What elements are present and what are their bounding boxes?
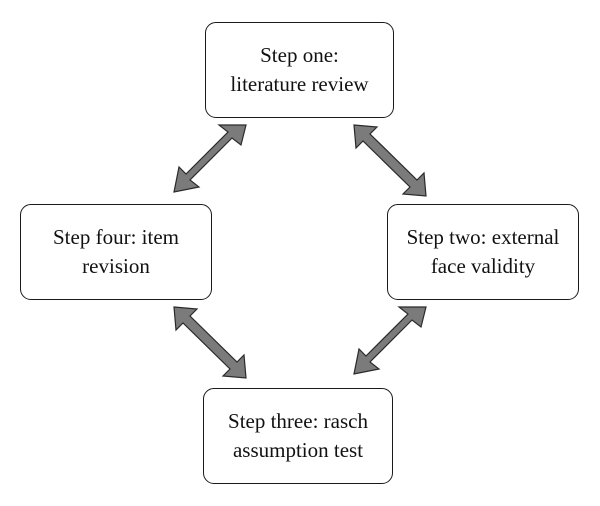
step-two-line2: face validity	[430, 254, 536, 278]
step-three-line1: Step three: rasch	[228, 409, 368, 433]
step-four-line1: Step four: item	[53, 225, 179, 249]
step-four-line2: revision	[82, 254, 150, 278]
step-two-box: Step two: external face validity	[387, 204, 579, 300]
step-one-line1: Step one:	[260, 43, 339, 67]
double-arrow-icon	[173, 306, 247, 379]
step-one-box: Step one: literature review	[205, 22, 394, 118]
double-arrow-icon	[353, 306, 427, 375]
step-one-line2: literature review	[230, 72, 369, 96]
step-three-line2: assumption test	[232, 438, 364, 462]
step-four-box: Step four: item revision	[20, 204, 212, 300]
double-arrow-icon	[173, 124, 247, 193]
arrow-step4-step3	[173, 306, 247, 379]
arrow-step2-step3	[353, 306, 427, 375]
step-two-line1: Step two: external	[406, 225, 560, 249]
double-arrow-icon	[353, 124, 427, 197]
arrow-step1-step2	[353, 124, 427, 197]
arrow-step1-step4	[173, 124, 247, 193]
step-three-box: Step three: rasch assumption test	[203, 388, 393, 484]
